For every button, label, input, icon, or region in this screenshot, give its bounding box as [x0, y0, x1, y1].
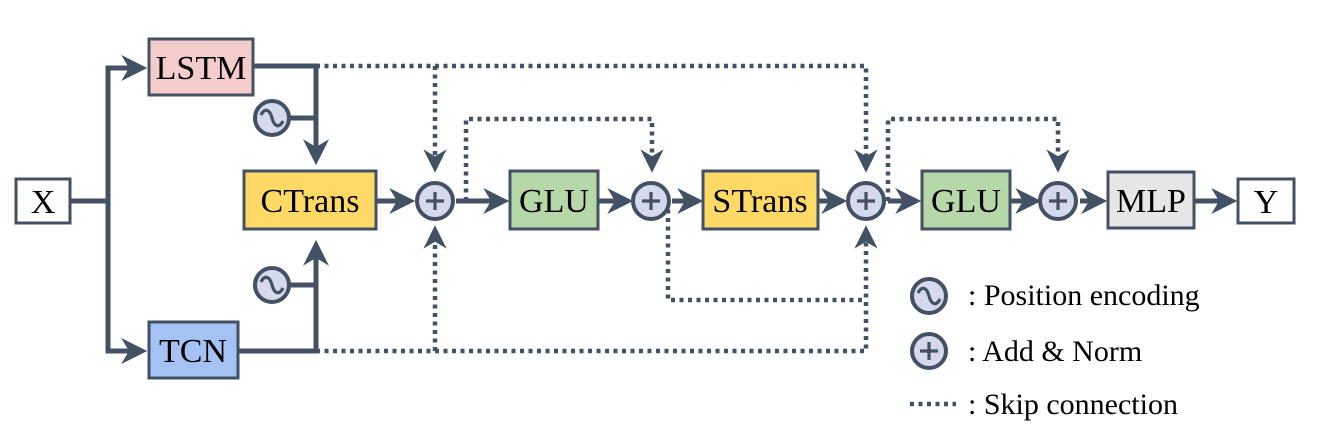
add-norm-node-4	[1038, 181, 1078, 221]
node-y: Y	[1236, 177, 1296, 225]
node-x-label: X	[31, 184, 56, 221]
legend-position-encoding-label: : Position encoding	[968, 279, 1200, 312]
node-lstm-label: LSTM	[156, 50, 247, 87]
skip-add1-to-add2	[463, 116, 664, 201]
node-glu-1-label: GLU	[519, 183, 589, 220]
circled-plus-icon	[1049, 192, 1067, 210]
fork-to-lstm	[105, 55, 148, 201]
skip-tcn-to-add3	[316, 225, 878, 354]
node-glu-2-label: GLU	[931, 183, 1001, 220]
sine-wave-circle-icon	[259, 275, 285, 295]
node-ctrans: CTrans	[242, 169, 378, 231]
circled-plus-icon	[920, 342, 938, 360]
legend-position-encoding: : Position encoding	[910, 277, 1200, 315]
node-tcn: TCN	[147, 320, 240, 380]
fork-to-tcn	[105, 201, 148, 364]
skip-add2-to-add3	[665, 201, 866, 303]
node-lstm: LSTM	[147, 37, 255, 97]
tcn-to-ctrans	[238, 239, 329, 354]
lstm-to-ctrans	[253, 63, 329, 166]
legend-skip-connection-label: : Skip connection	[968, 388, 1178, 421]
solid-connections	[70, 55, 1238, 364]
node-ctrans-label: CTrans	[261, 183, 360, 220]
node-glu-1: GLU	[508, 169, 600, 231]
legend-add-norm: : Add & Norm	[910, 332, 1142, 370]
position-encoding-node-2	[253, 266, 291, 304]
add-norm-node-1	[415, 181, 455, 221]
legend-add-norm-label: : Add & Norm	[968, 335, 1142, 368]
skip-connections	[316, 63, 1070, 354]
circled-plus-icon	[642, 192, 660, 210]
node-y-label: Y	[1254, 184, 1279, 221]
sine-wave-circle-icon	[916, 286, 942, 306]
sine-wave-circle-icon	[259, 108, 285, 128]
node-tcn-label: TCN	[159, 333, 227, 370]
node-mlp-label: MLP	[1116, 183, 1186, 220]
legend-skip-connection: : Skip connection	[910, 388, 1178, 421]
node-glu-2: GLU	[920, 169, 1012, 231]
node-mlp: MLP	[1106, 170, 1196, 230]
node-strans-label: STrans	[712, 183, 807, 220]
add-norm-node-3	[846, 181, 886, 221]
node-strans: STrans	[701, 169, 820, 231]
position-encoding-node-1	[253, 99, 291, 137]
node-x: X	[14, 177, 72, 225]
circled-plus-icon	[426, 192, 444, 210]
legend: : Position encoding : Add & Norm : Skip …	[910, 277, 1200, 421]
add-norm-node-2	[631, 181, 671, 221]
circled-plus-icon	[857, 192, 875, 210]
